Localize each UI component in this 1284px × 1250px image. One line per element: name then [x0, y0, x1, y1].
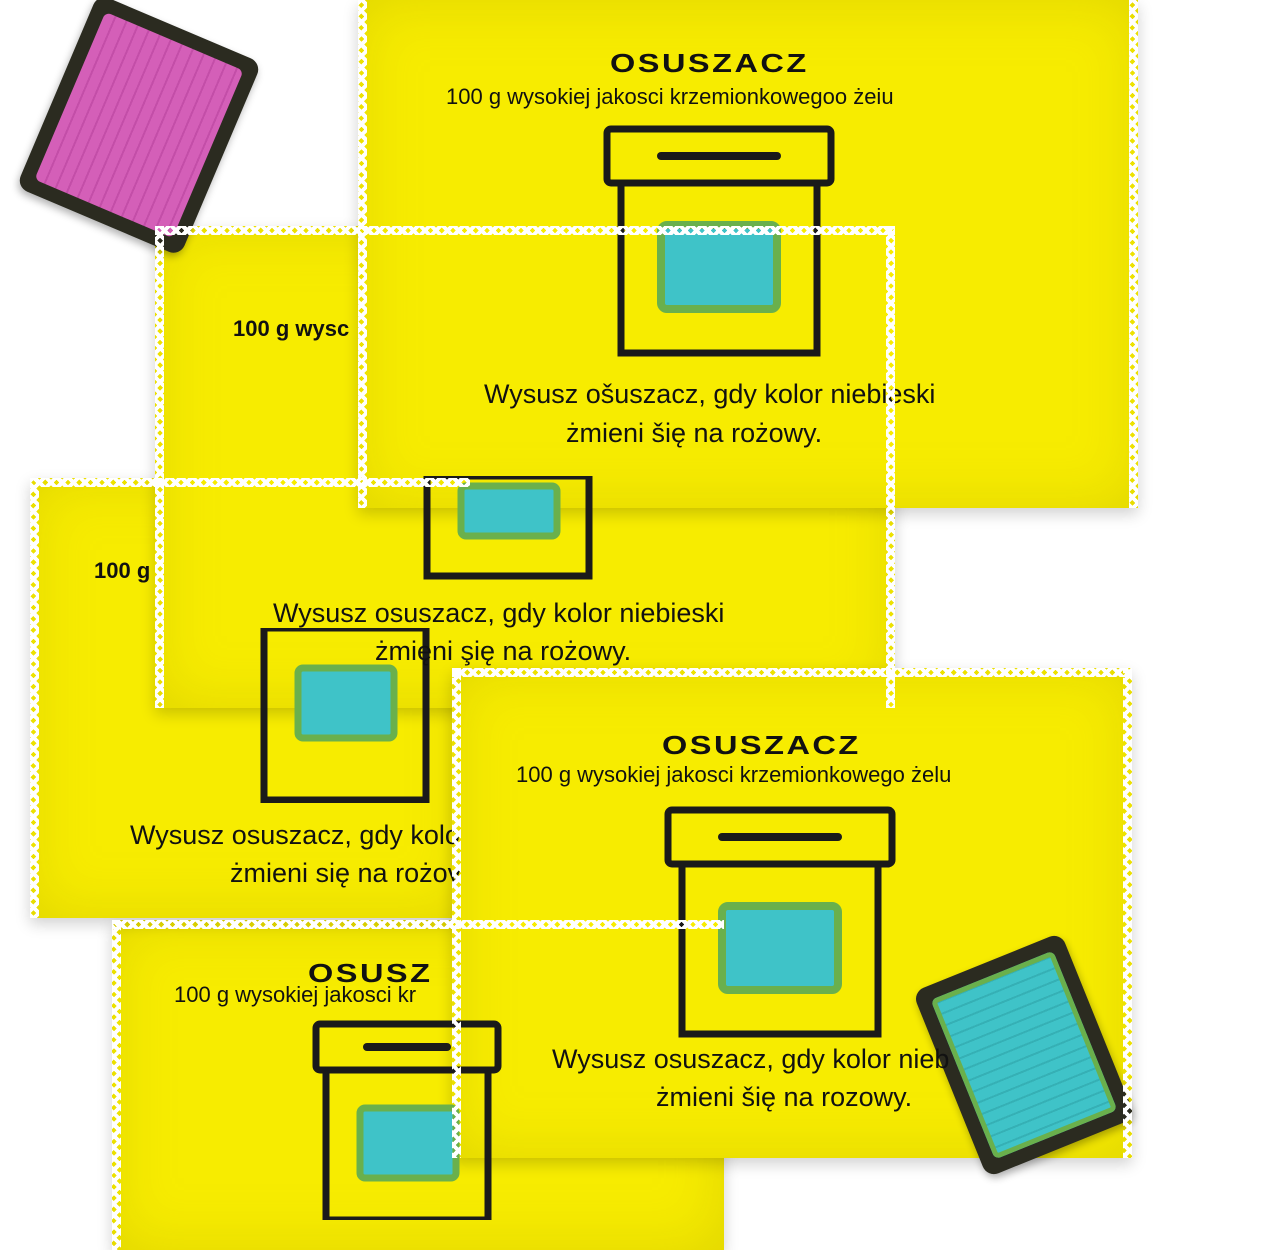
jar-icon: [260, 628, 430, 803]
packet-instruction-1: Wysusz osuszacz, gdy kolor nieb: [552, 1044, 950, 1074]
pink-gel: [34, 11, 244, 239]
crimped-edge: [886, 226, 895, 708]
packet-instruction-2: żmieni šię na rożowy.: [566, 418, 823, 448]
packet-instruction-2: żmieni się na rożov: [230, 858, 462, 888]
jar-icon: [423, 476, 593, 580]
crimped-edge: [155, 226, 895, 235]
packet-subtitle: 100 g wysokiej jakosci kr: [174, 982, 417, 1007]
packet-title: OSUSZACZ: [662, 730, 861, 760]
crimped-edge: [358, 0, 367, 508]
packet-title: OSUSZACZ: [610, 48, 809, 78]
jar-icon: [603, 125, 835, 357]
packet-instruction-2: żmięni şię na rożowy.: [375, 636, 632, 666]
crimped-edge: [452, 668, 461, 1158]
crimped-edge: [452, 668, 1132, 677]
packet-top: OSUSZACZ 100 g wysokiej jakosci krzemion…: [358, 0, 1138, 508]
packet-subtitle: 100 g wysc: [233, 316, 350, 341]
crimped-edge: [1123, 668, 1132, 1158]
packet-subtitle: 100 g wysokiej jakosci krzemionkowego że…: [516, 762, 952, 787]
jar-icon: [312, 1020, 502, 1220]
packet-instruction-1: Wysusz osuszacz, gdy kolo: [130, 820, 460, 850]
crimped-edge: [1129, 0, 1138, 508]
crimped-edge: [30, 478, 470, 487]
crimped-edge: [112, 920, 724, 929]
packet-instruction-1: Wysusz ošuszacz, gdy kolor niebieski: [484, 379, 936, 409]
crimped-edge: [112, 920, 121, 1250]
packet-subtitle: 100 g wysokiej jakosci krzemionkowegoo ż…: [446, 84, 894, 109]
packet-instruction-1: Wysusz osuszacz, gdy kolor niebieski: [273, 598, 725, 628]
pink-gel-swatch: [16, 0, 262, 257]
jar-icon: [664, 806, 896, 1038]
packet-title: OSUSZ: [308, 958, 433, 988]
packet-subtitle: 100 g: [94, 558, 151, 583]
crimped-edge: [30, 478, 39, 918]
crimped-edge: [155, 226, 164, 708]
packet-instruction-2: żmieni šię na rozowy.: [656, 1082, 913, 1112]
